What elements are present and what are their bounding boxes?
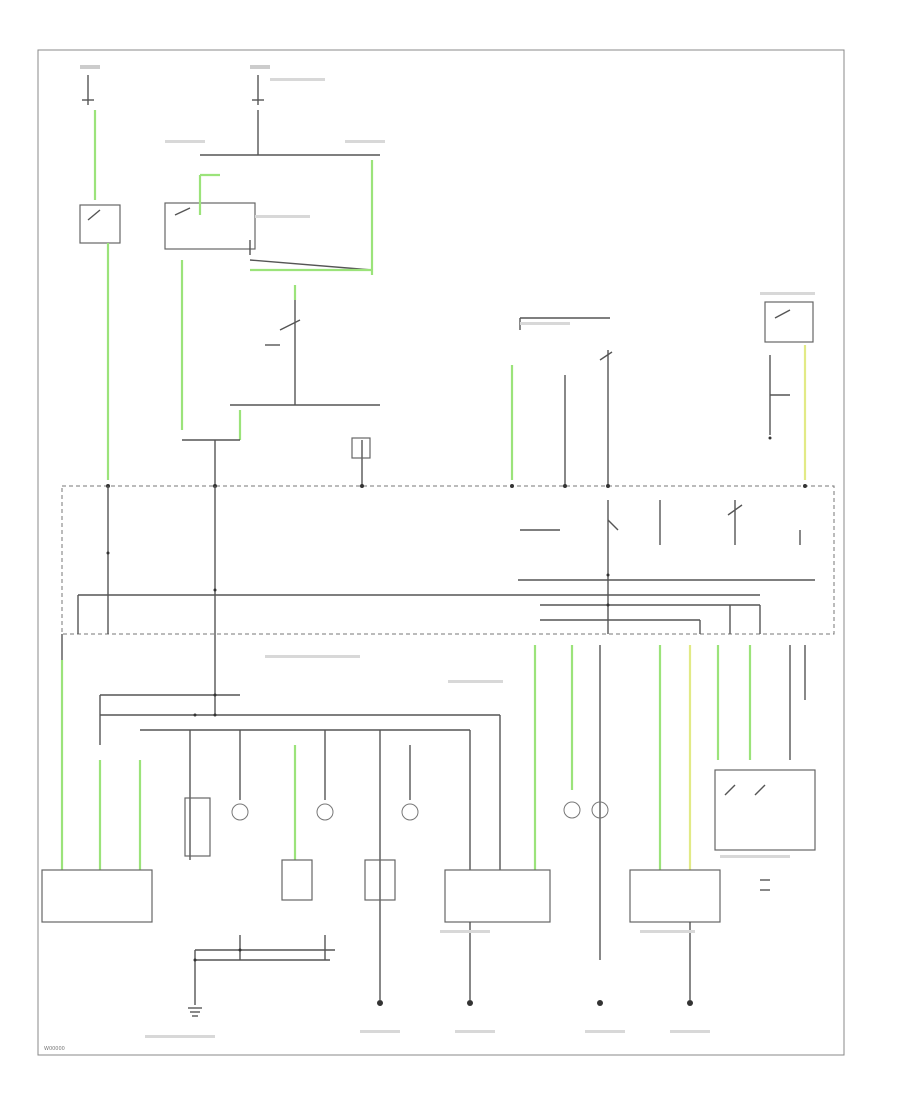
page-marker: W00000 (44, 1046, 65, 1052)
legend (760, 879, 770, 891)
lower-modules (41, 769, 816, 923)
label-marks (80, 65, 815, 1038)
lower-lamp-drops (184, 715, 609, 1000)
diagram-frame (37, 49, 845, 1056)
top-relay (164, 173, 373, 430)
top-left-switch (79, 204, 121, 480)
green-drops (60, 645, 806, 960)
ground-points (188, 1000, 693, 1017)
lower-left-bus (61, 634, 500, 745)
body-control-module (61, 484, 835, 635)
right-top-switch (764, 301, 814, 480)
top-power-feeds (82, 75, 380, 275)
lower-ground-bus (193, 922, 691, 1005)
combination-switch (510, 317, 613, 485)
middle-switch (182, 285, 380, 485)
small-ground-switch (351, 437, 371, 485)
